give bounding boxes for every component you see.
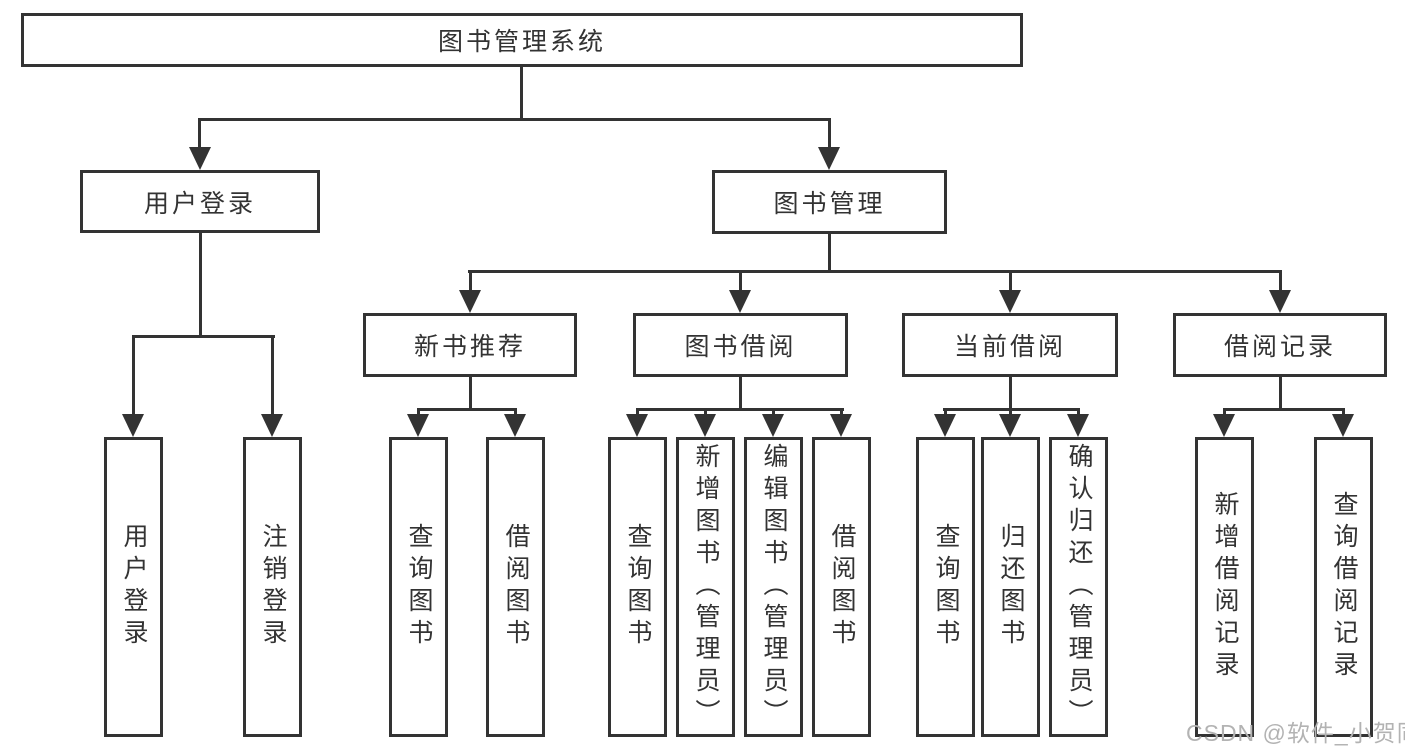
node-label: 查询图书 [405, 523, 433, 651]
arrowhead-down-icon [694, 414, 716, 437]
connector-line [828, 118, 831, 147]
node-borrowing-records: 借阅记录 [1173, 313, 1387, 377]
connector-line [469, 377, 472, 408]
connector-line [198, 118, 830, 121]
connector-line [1009, 408, 1012, 414]
node-leaf-add-books-admin: 新增图书（管理员） [676, 437, 735, 737]
node-label: 借阅图书 [828, 523, 856, 651]
connector-line [1223, 408, 1345, 411]
node-user-login: 用户登录 [80, 170, 320, 233]
connector-line [1279, 377, 1282, 408]
connector-line [1279, 270, 1282, 290]
connector-line [739, 270, 742, 290]
connector-line [1342, 408, 1345, 414]
node-label: 借阅图书 [502, 523, 530, 651]
node-label: 新书推荐 [413, 333, 526, 361]
connector-line [1009, 377, 1012, 408]
node-label: 查询图书 [932, 523, 960, 651]
arrowhead-down-icon [818, 147, 840, 170]
arrowhead-down-icon [626, 414, 648, 437]
node-leaf-confirm-return-admin: 确认归还（管理员） [1049, 437, 1108, 737]
arrowhead-down-icon [1269, 290, 1291, 313]
node-leaf-add-borrow-record: 新增借阅记录 [1195, 437, 1254, 737]
node-leaf-query-books: 查询图书 [916, 437, 975, 737]
connector-line [417, 408, 420, 414]
node-label: 用户登录 [143, 189, 256, 218]
connector-line [271, 335, 274, 414]
connector-line [520, 67, 523, 118]
arrowhead-down-icon [459, 290, 481, 313]
connector-line [514, 408, 517, 414]
node-label: 借阅记录 [1223, 333, 1336, 361]
connector-line [636, 408, 844, 411]
node-current-borrowing: 当前借阅 [902, 313, 1118, 377]
connector-line [1223, 408, 1226, 414]
connector-line [704, 408, 707, 414]
connector-line [468, 270, 1281, 273]
node-leaf-return-books: 归还图书 [981, 437, 1040, 737]
arrowhead-down-icon [999, 414, 1021, 437]
node-label: 编辑图书（管理员） [760, 443, 788, 731]
node-label: 注销登录 [259, 523, 287, 651]
node-label: 用户登录 [120, 523, 148, 651]
connector-line [944, 408, 947, 414]
node-label: 归还图书 [997, 523, 1025, 651]
node-label: 新增图书（管理员） [692, 443, 720, 731]
node-label: 查询借阅记录 [1330, 491, 1358, 683]
arrowhead-down-icon [1332, 414, 1354, 437]
arrowhead-down-icon [830, 414, 852, 437]
arrowhead-down-icon [504, 414, 526, 437]
connector-line [132, 335, 275, 338]
node-leaf-query-books: 查询图书 [608, 437, 667, 737]
node-leaf-borrow-books: 借阅图书 [486, 437, 545, 737]
connector-line [1077, 408, 1080, 414]
node-label: 图书管理 [773, 190, 886, 218]
arrowhead-down-icon [1067, 414, 1089, 437]
arrowhead-down-icon [729, 290, 751, 313]
connector-line [417, 408, 517, 411]
node-book-management: 图书管理 [712, 170, 947, 234]
connector-line [1009, 270, 1012, 290]
arrowhead-down-icon [261, 414, 283, 437]
node-label: 当前借阅 [953, 333, 1066, 361]
csdn-watermark: CSDN @软件_小贺同学 [1186, 720, 1405, 746]
connector-line [739, 377, 742, 408]
node-label: 图书管理系统 [437, 28, 606, 56]
connector-line [469, 270, 472, 290]
connector-line [132, 335, 135, 414]
node-label: 图书借阅 [684, 333, 797, 361]
node-label: 新增借阅记录 [1211, 491, 1239, 683]
node-leaf-query-books: 查询图书 [389, 437, 448, 737]
node-leaf-query-borrow-record: 查询借阅记录 [1314, 437, 1373, 737]
node-book-borrowing: 图书借阅 [633, 313, 848, 377]
node-label: 查询图书 [624, 523, 652, 651]
connector-line [199, 233, 202, 335]
connector-line [636, 408, 639, 414]
connector-line [828, 234, 831, 270]
connector-line [772, 408, 775, 414]
node-label: 确认归还（管理员） [1065, 443, 1093, 731]
arrowhead-down-icon [934, 414, 956, 437]
arrowhead-down-icon [122, 414, 144, 437]
node-leaf-user-login: 用户登录 [104, 437, 163, 737]
arrowhead-down-icon [999, 290, 1021, 313]
arrowhead-down-icon [762, 414, 784, 437]
arrowhead-down-icon [407, 414, 429, 437]
node-new-book-recommendation: 新书推荐 [363, 313, 577, 377]
arrowhead-down-icon [189, 147, 211, 170]
connector-line [840, 408, 843, 414]
connector-line [198, 118, 201, 147]
node-leaf-borrow-books: 借阅图书 [812, 437, 871, 737]
node-library-management-system: 图书管理系统 [21, 13, 1023, 67]
node-leaf-logout: 注销登录 [243, 437, 302, 737]
node-leaf-edit-books-admin: 编辑图书（管理员） [744, 437, 803, 737]
arrowhead-down-icon [1213, 414, 1235, 437]
